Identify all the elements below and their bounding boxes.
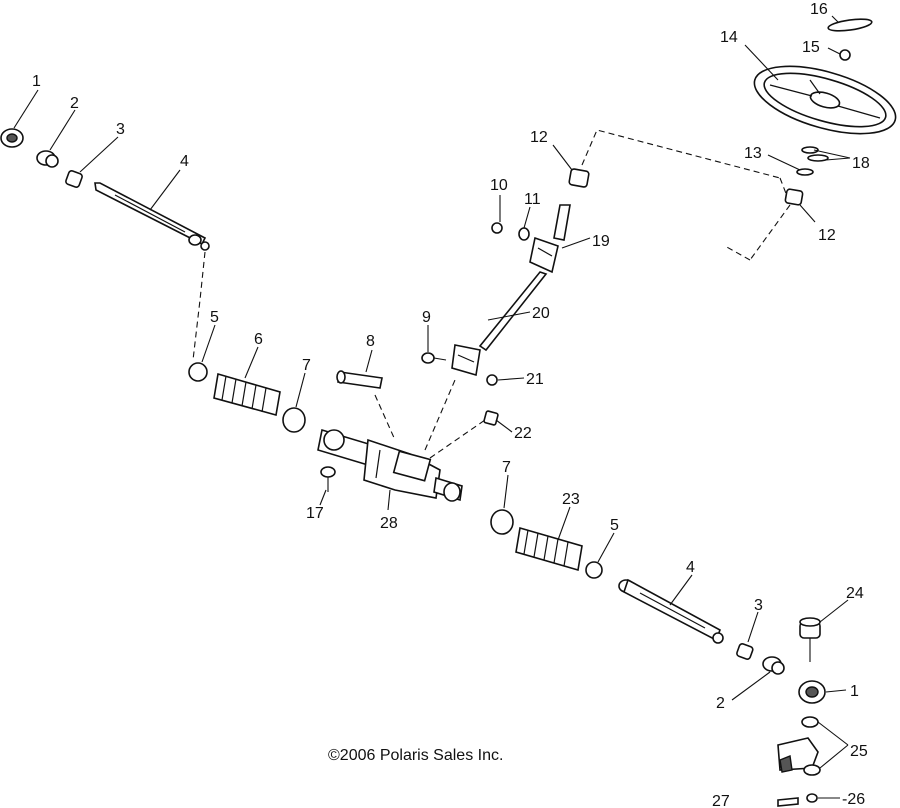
washer-25a — [801, 716, 819, 728]
callout-24: 24 — [846, 585, 864, 602]
bushing-12-upper — [568, 168, 590, 188]
sleeve-24 — [799, 617, 821, 662]
callout-4-right: 4 — [686, 559, 695, 576]
inner-tie-rod-right — [618, 578, 724, 644]
callout-9: 9 — [422, 309, 431, 326]
bolt-17 — [320, 466, 336, 492]
callout-6: 6 — [254, 331, 263, 348]
steering-gear-housing — [317, 428, 463, 502]
callout-11: 11 — [524, 191, 541, 208]
boot-clamp-ring-right — [490, 509, 514, 535]
callout-12-lower: 12 — [818, 227, 836, 244]
universal-joint-lower — [451, 344, 481, 377]
inner-tie-rod-left — [94, 182, 210, 251]
rack-boot-right — [515, 526, 583, 572]
callout-15: 15 — [802, 39, 820, 56]
callout-7-left: 7 — [302, 357, 311, 374]
washer-13 — [796, 168, 814, 176]
callout-10: 10 — [490, 177, 508, 194]
washer-25b — [803, 764, 821, 776]
bolt-27 — [777, 797, 799, 807]
callout-20: 20 — [532, 305, 550, 322]
callout-8: 8 — [366, 333, 375, 350]
callout-16: 16 — [810, 1, 828, 18]
tie-rod-end-right — [798, 680, 826, 704]
tie-rod-end-left — [0, 128, 24, 148]
steering-shaft — [451, 204, 571, 377]
callout-14: 14 — [720, 29, 738, 46]
callout-2-left: 2 — [70, 95, 79, 112]
jam-nut-left — [36, 150, 59, 168]
callout-18: 18 — [852, 155, 870, 172]
adjuster-right — [736, 643, 754, 660]
callout-22: 22 — [514, 425, 532, 442]
callout-2-right: 2 — [716, 695, 725, 712]
steering-wheel — [753, 65, 897, 135]
leader-lines — [13, 15, 851, 799]
mounting-bolt — [336, 370, 383, 389]
callout-3-right: 3 — [754, 597, 763, 614]
washer-18 — [801, 146, 829, 162]
callout-3-left: 3 — [116, 121, 125, 138]
callout-13: 13 — [744, 145, 762, 162]
nut-21 — [486, 374, 498, 386]
callout-labels: 1 2 3 4 5 6 7 8 9 10 11 12 13 14 15 16 1… — [32, 1, 870, 808]
callout-23: 23 — [562, 491, 580, 508]
callout-25: 25 — [850, 743, 868, 760]
bracket-25 — [777, 737, 819, 773]
cap-16 — [827, 18, 873, 32]
jam-nut-right — [762, 656, 785, 675]
rack-boot-left — [213, 372, 281, 417]
callout-12-upper: 12 — [530, 129, 548, 146]
nut-15 — [839, 49, 851, 61]
adjuster-left — [65, 170, 83, 188]
callout-1-left: 1 — [32, 73, 41, 90]
boot-clamp-right — [585, 561, 603, 579]
callout-27: 27 — [712, 793, 730, 808]
bolt-26 — [806, 793, 818, 803]
callout-26: -26 — [842, 791, 865, 808]
callout-5-left: 5 — [210, 309, 219, 326]
universal-joint-upper — [529, 236, 559, 274]
callout-17: 17 — [306, 505, 324, 522]
callout-21: 21 — [526, 371, 544, 388]
nut-22 — [483, 410, 499, 426]
clip-10 — [491, 222, 503, 234]
boot-clamp-ring-left — [282, 407, 306, 433]
nut-11 — [518, 227, 530, 241]
bolt-9 — [421, 352, 447, 364]
callout-7-right: 7 — [502, 459, 511, 476]
callout-5-right: 5 — [610, 517, 619, 534]
callout-4-left: 4 — [180, 153, 189, 170]
bushing-12-lower — [784, 188, 804, 206]
copyright-notice: ©2006 Polaris Sales Inc. — [328, 747, 503, 764]
callout-28: 28 — [380, 515, 398, 532]
callout-1-right: 1 — [850, 683, 859, 700]
callout-19: 19 — [592, 233, 610, 250]
boot-clamp-left — [188, 362, 208, 382]
